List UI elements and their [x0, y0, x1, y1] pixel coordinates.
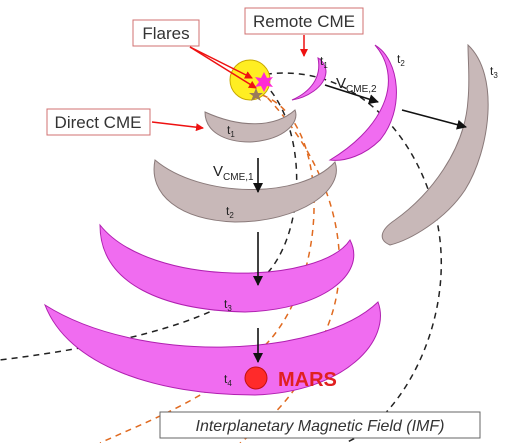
- direct-cme-front-t2: [153, 159, 337, 223]
- remote-t2-label: t2: [397, 52, 405, 68]
- flare-star-magenta: [255, 72, 273, 92]
- v-cme2-arrow-b: [401, 109, 467, 130]
- imf-label: Interplanetary Magnetic Field (IMF): [196, 418, 445, 435]
- flares-label-box: [132, 19, 200, 47]
- flare-star-brown: [249, 88, 263, 101]
- direct-cme-front-t4: [43, 301, 381, 396]
- remote-cme-label-box: [244, 7, 364, 35]
- direct-t3-label: t3: [224, 297, 232, 313]
- direct-t4-label: t4: [224, 372, 232, 388]
- direct-t1-label: t1: [227, 123, 235, 139]
- direct-t2-label: t2: [226, 204, 234, 220]
- v-cme2-label: VCME,2: [336, 75, 377, 95]
- mars-planet: [244, 366, 268, 390]
- remote-t1-label: t1: [320, 54, 328, 70]
- imf-label-box: [159, 411, 481, 439]
- remote-cme-label: Remote CME: [253, 12, 355, 31]
- mars-label: MARS: [278, 369, 337, 391]
- flares-arrow-1: [189, 46, 253, 79]
- remote-cme-front-t2: [328, 44, 397, 161]
- remote-t3-label: t3: [490, 64, 498, 80]
- imf-black-field-line-outer: [254, 72, 442, 443]
- flares-label: Flares: [142, 24, 189, 43]
- direct-cme-front-t1: [204, 109, 297, 143]
- v-cme1-label: VCME,1: [213, 163, 254, 183]
- flares-arrow-2: [189, 46, 257, 89]
- direct-cme-arrow: [151, 121, 204, 132]
- imf-orange-field-line-inner: [99, 94, 315, 443]
- v-cme2-arrow-a: [324, 84, 379, 105]
- direct-cme-label-box: [46, 108, 151, 136]
- remote-cme-front-t3: [381, 43, 489, 246]
- direct-cme-label: Direct CME: [55, 113, 142, 132]
- remote-cme-front-t1: [291, 57, 327, 101]
- direct-cme-front-t3: [99, 223, 355, 313]
